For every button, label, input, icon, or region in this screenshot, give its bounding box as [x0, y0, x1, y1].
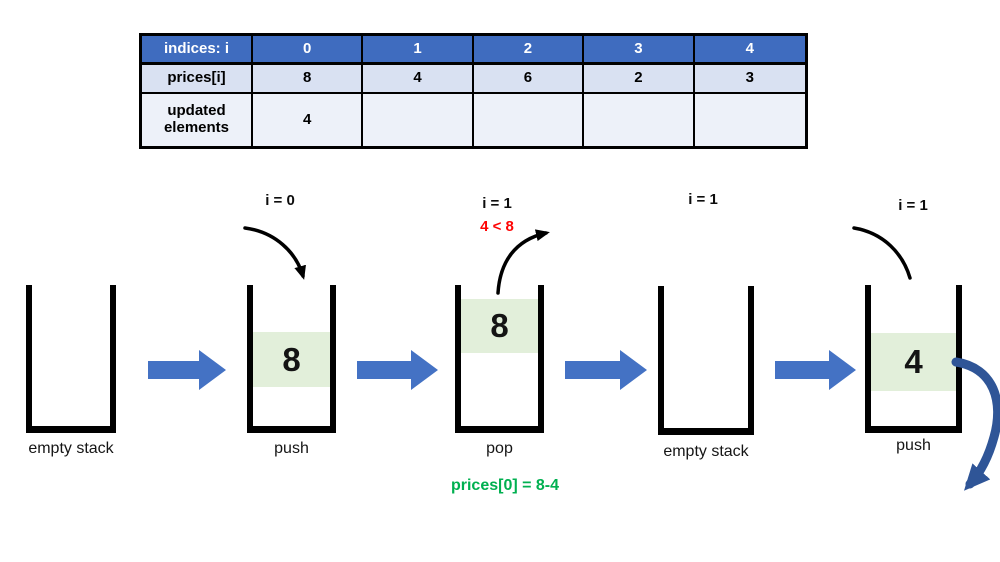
table-cell: 3: [694, 65, 805, 94]
stack-push-8: 8: [247, 285, 336, 433]
table-cell: 4: [363, 65, 474, 94]
step-index-label: i = 1: [688, 191, 718, 208]
stack-item-8: 8: [253, 332, 330, 387]
table-header-cell: 3: [584, 36, 695, 65]
step-index-label: i = 1: [482, 195, 512, 212]
push-arrow-icon: [852, 226, 912, 280]
table-header-cell: indices: i: [142, 36, 253, 65]
price-update-result: prices[0] = 8-4: [450, 477, 560, 494]
table-cell: [363, 94, 474, 146]
stack-item-8: 8: [461, 299, 538, 353]
step-index-label: i = 1: [898, 197, 928, 214]
stack-empty-2: [658, 286, 754, 435]
table-header-cell: 4: [694, 36, 805, 65]
push-arrow-icon: [243, 226, 306, 280]
stack-caption: empty stack: [28, 440, 114, 457]
table-header-cell: 0: [253, 36, 364, 65]
stack-pop-8: 8: [455, 285, 544, 433]
discount-arrow-icon: [951, 357, 1000, 491]
table-cell: [473, 94, 585, 146]
flow-arrow-icon: [565, 350, 647, 390]
table-cell: [584, 94, 695, 146]
table-cell: 6: [473, 65, 585, 94]
flow-arrow-icon: [357, 350, 438, 390]
stack-caption: push: [274, 440, 309, 457]
stack-item-4: 4: [871, 333, 956, 391]
table-header-row: indices: i 0 1 2 3 4: [142, 36, 805, 65]
table-row-label: updated elements: [142, 94, 253, 146]
table-header-cell: 2: [473, 36, 585, 65]
table-cell: [694, 94, 805, 146]
table-updated-row: updated elements 4: [142, 94, 805, 146]
flow-arrow-icon: [148, 350, 226, 390]
pop-arrow-icon: [496, 229, 550, 295]
table-prices-row: prices[i] 8 4 6 2 3: [142, 65, 805, 94]
prices-table: indices: i 0 1 2 3 4 prices[i] 8 4 6 2 3…: [139, 33, 808, 149]
flow-arrow-icon: [775, 350, 856, 390]
stack-push-4: 4: [865, 285, 962, 433]
stack-caption: empty stack: [663, 443, 749, 460]
step-index-label: i = 0: [265, 192, 295, 209]
table-header-cell: 1: [363, 36, 474, 65]
table-cell-updated-value: 4: [253, 94, 364, 146]
table-cell: 8: [253, 65, 364, 94]
comparison-label: 4 < 8: [480, 218, 514, 235]
table-row-label: prices[i]: [142, 65, 253, 94]
stack-caption: pop: [486, 440, 513, 457]
stack-empty-1: [26, 285, 116, 433]
table-cell: 2: [584, 65, 695, 94]
stack-caption: push: [896, 437, 931, 454]
